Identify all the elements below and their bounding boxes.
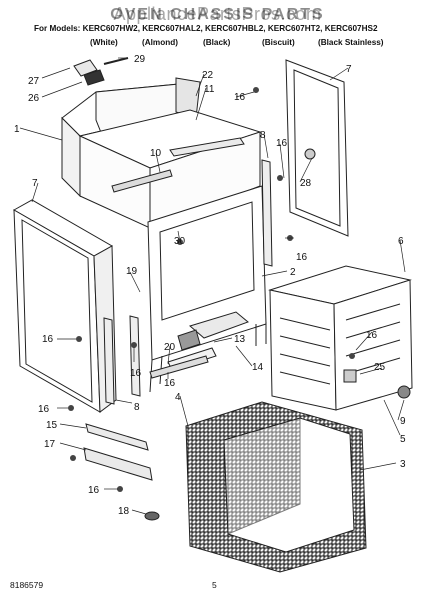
callout-20: 20 xyxy=(164,342,176,353)
callout-13: 13 xyxy=(234,334,246,345)
document-number: 8186579 xyxy=(10,580,44,590)
finish-label: (Black Stainless) xyxy=(318,38,384,47)
leader-lines xyxy=(19,57,406,515)
callout-30: 30 xyxy=(174,236,186,247)
page-header: AppliancePartsPros.com OVEN CHASSIS PART… xyxy=(0,0,435,52)
cabinet-frame-part-1 xyxy=(61,77,262,229)
callout-16: 16 xyxy=(276,138,288,149)
insulation-blanket-part-3 xyxy=(185,401,367,573)
finish-label: (Almond) xyxy=(142,38,178,47)
callout-17: 17 xyxy=(44,439,56,450)
models-line: For Models: KERC607HW2, KERC607HAL2, KER… xyxy=(34,24,378,33)
screw-icons xyxy=(68,87,355,492)
callout-9: 9 xyxy=(400,416,406,427)
callout-19: 19 xyxy=(126,266,138,277)
bracket-part-8-right xyxy=(261,159,273,267)
callout-16: 16 xyxy=(296,252,308,263)
callout-7-left: 7 xyxy=(32,178,38,189)
callout-8-left: 8 xyxy=(134,402,140,413)
callout-26: 26 xyxy=(28,93,40,104)
page-number: 5 xyxy=(212,580,217,590)
bracket-part-8-left xyxy=(103,315,141,405)
callout-3: 3 xyxy=(400,459,406,470)
exploded-parts-diagram: 1 2 3 4 5 6 7 7 8 8 9 10 11 13 14 15 16 … xyxy=(12,54,413,573)
base-bracket-part-15 xyxy=(83,423,160,521)
callout-27: 27 xyxy=(28,76,40,87)
callout-16: 16 xyxy=(366,330,378,341)
clip-part-27 xyxy=(73,57,129,86)
side-panel-left-part-7 xyxy=(12,199,117,413)
callout-15: 15 xyxy=(46,420,58,431)
callout-16: 16 xyxy=(164,378,176,389)
callout-1: 1 xyxy=(14,124,20,135)
callout-14: 14 xyxy=(252,362,264,373)
finish-label: (Biscuit) xyxy=(262,38,295,47)
callout-11: 11 xyxy=(204,84,215,95)
watermark: AppliancePartsPros.com xyxy=(113,4,322,24)
callout-10: 10 xyxy=(150,148,162,159)
callout-6: 6 xyxy=(398,236,404,247)
callout-16: 16 xyxy=(234,92,246,103)
burner-assembly-part-14 xyxy=(149,311,249,379)
callout-28: 28 xyxy=(300,178,312,189)
callout-5: 5 xyxy=(400,434,406,445)
callout-2: 2 xyxy=(290,267,296,278)
oven-liner-part-5 xyxy=(268,265,413,411)
callout-16: 16 xyxy=(42,334,54,345)
side-panel-right-part-7 xyxy=(285,59,349,237)
callout-16: 16 xyxy=(88,485,100,496)
callout-8-right: 8 xyxy=(260,130,266,141)
callout-labels: 1 2 3 4 5 6 7 7 8 8 9 10 11 13 14 15 16 … xyxy=(14,54,406,517)
callout-18: 18 xyxy=(118,506,130,517)
page-title: OVEN CHASSIS PARTS xyxy=(110,6,325,23)
callout-25: 25 xyxy=(374,362,386,373)
finish-label: (White) xyxy=(90,38,118,47)
finish-labels: (White) (Almond) (Black) (Biscuit) (Blac… xyxy=(0,38,435,50)
callout-4: 4 xyxy=(175,392,181,403)
callout-29: 29 xyxy=(134,54,146,65)
callout-16: 16 xyxy=(130,368,142,379)
finish-label: (Black) xyxy=(203,38,231,47)
callout-22: 22 xyxy=(202,70,214,81)
callout-16: 16 xyxy=(38,404,50,415)
callout-7-right: 7 xyxy=(346,64,352,75)
